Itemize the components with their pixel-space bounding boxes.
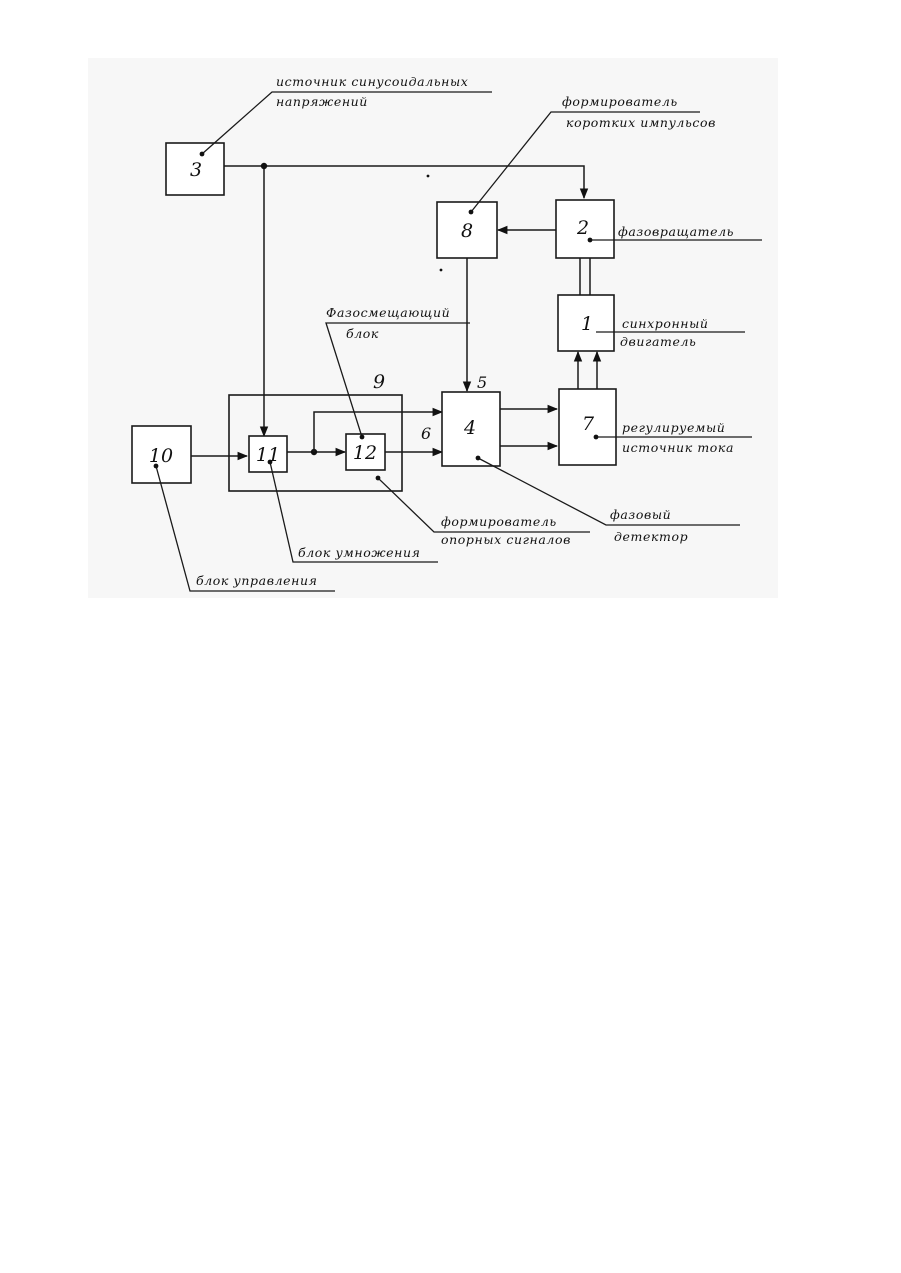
block-11: 11: [249, 436, 287, 472]
label-shaper-ref-line2: опорных сигналов: [441, 532, 571, 547]
block-3: 3: [166, 143, 224, 195]
block-number-7: 7: [582, 413, 595, 435]
block-7: 7: [559, 389, 616, 465]
label-phase-shifter: фазовращатель: [618, 224, 734, 239]
label-control-block: блок управления: [196, 573, 318, 588]
block-number-10: 10: [149, 445, 173, 467]
block-10: 10: [132, 426, 191, 483]
label-phase-block-line1: Фазосмещающий: [326, 305, 450, 320]
label-phase-block-line2: блок: [346, 326, 379, 341]
label-reg-source-line1: регулируемый: [622, 420, 725, 435]
block-number-1: 1: [581, 313, 593, 335]
label-reg-source-line2: источник тока: [622, 440, 734, 455]
label-shaper-short-line2: коротких импульсов: [566, 115, 716, 130]
block-number-4: 4: [463, 417, 476, 439]
label-phase-detector-line1: фазовый: [610, 507, 671, 522]
label-source-line1: источник синусоидальных: [276, 74, 468, 89]
label-phase-detector-line2: детектор: [614, 529, 688, 544]
block-8: 8: [437, 202, 497, 258]
block-1: 1: [558, 295, 614, 351]
label-shaper-ref-line1: формирователь: [441, 514, 557, 529]
label-multiplier: блок умножения: [298, 545, 421, 560]
node-label-5: 5: [477, 373, 487, 392]
block-number-3: 3: [190, 159, 202, 181]
block-number-2: 2: [576, 217, 589, 239]
node-label-6: 6: [421, 424, 431, 443]
node-label-9: 9: [373, 371, 385, 393]
label-sync-motor-line2: двигатель: [620, 334, 696, 349]
block-12: 12: [346, 434, 385, 470]
junction-dot: [261, 163, 267, 169]
block-4: 4: [442, 392, 500, 466]
block-2: 2: [556, 200, 614, 258]
label-sync-motor-line1: синхронный: [622, 316, 709, 331]
label-source-line2: напряжений: [276, 94, 368, 109]
block-number-12: 12: [353, 442, 377, 464]
block-number-8: 8: [461, 220, 473, 242]
label-shaper-short-line1: формирователь: [562, 94, 678, 109]
